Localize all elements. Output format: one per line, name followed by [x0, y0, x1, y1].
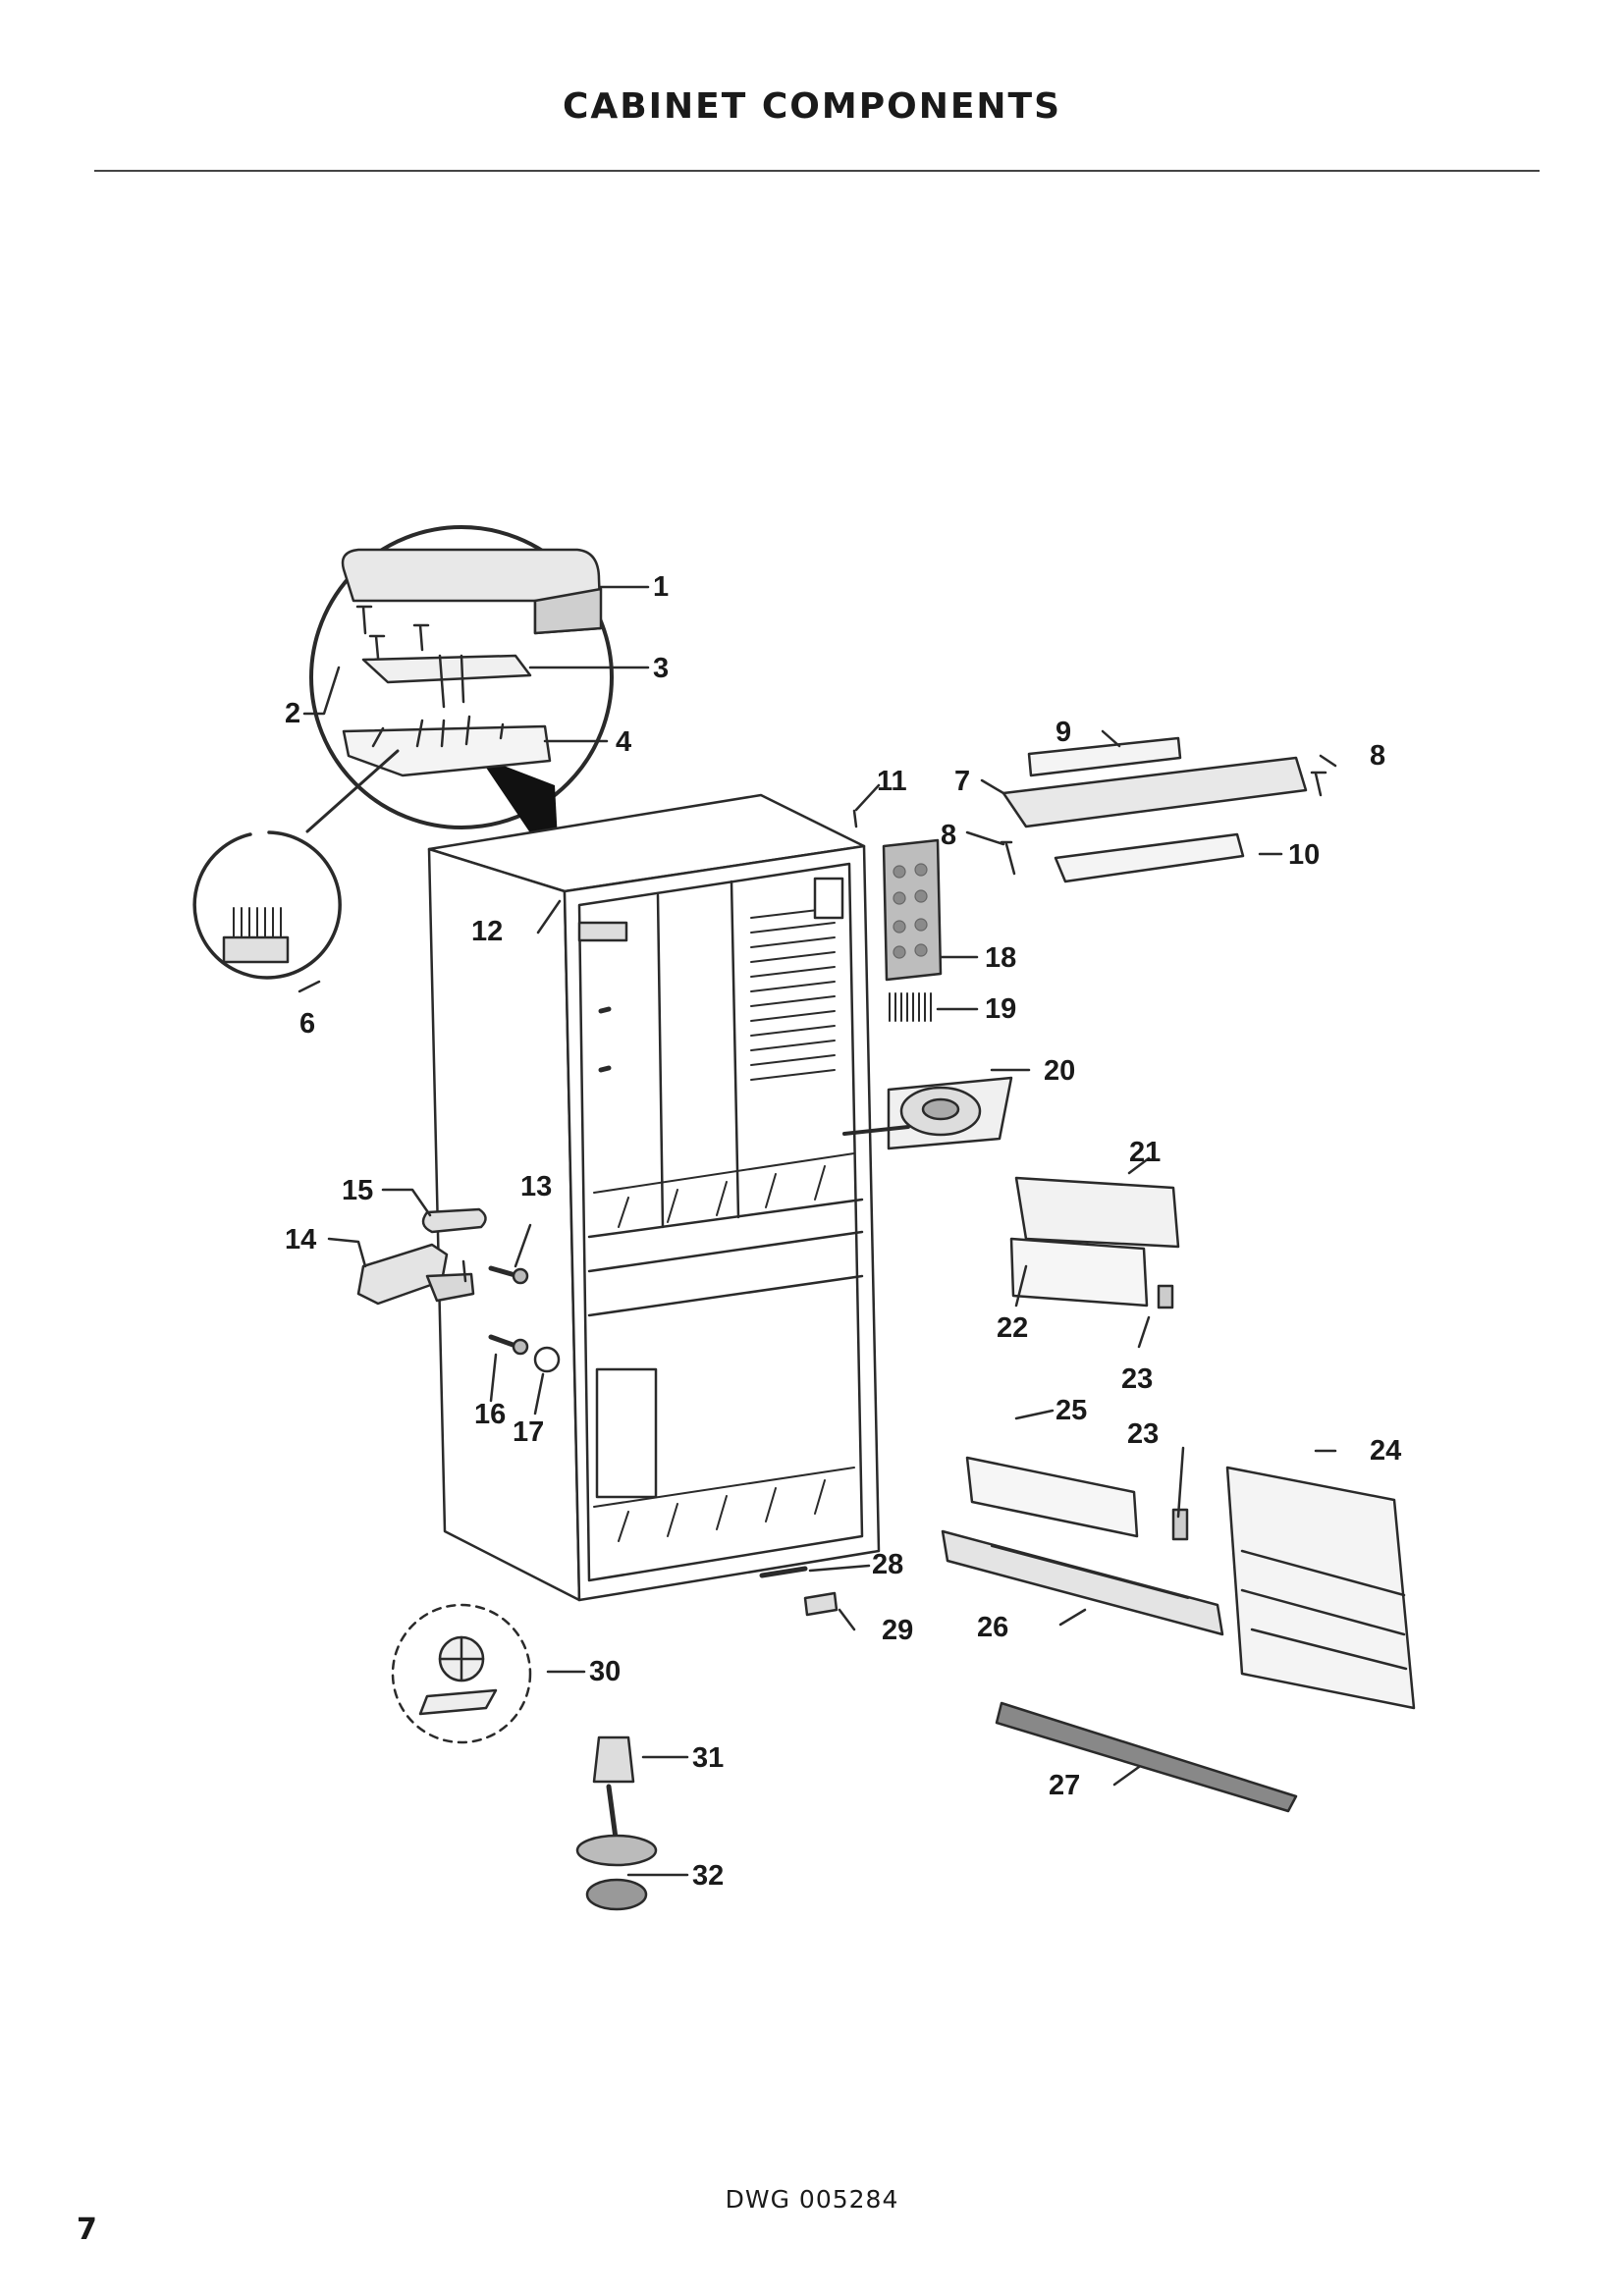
callout-21: 21 — [1129, 1137, 1161, 1168]
callout-15: 15 — [342, 1175, 373, 1206]
callout-32: 32 — [692, 1860, 724, 1892]
callout-8b: 8 — [1370, 740, 1385, 772]
callout-2: 2 — [285, 698, 300, 729]
callout-12: 12 — [471, 916, 503, 947]
callout-7: 7 — [954, 766, 970, 797]
leveling-feet — [391, 1603, 658, 1911]
callout-6: 6 — [299, 1008, 315, 1040]
callout-28: 28 — [872, 1549, 903, 1580]
callout-31: 31 — [692, 1742, 724, 1774]
callout-18: 18 — [985, 942, 1016, 974]
callout-16: 16 — [474, 1399, 506, 1430]
callout-17: 17 — [513, 1416, 544, 1448]
callout-1: 1 — [653, 571, 669, 603]
callout-11: 11 — [877, 766, 907, 797]
callout-30: 30 — [589, 1656, 621, 1687]
callout-25: 25 — [1056, 1395, 1087, 1426]
callout-29: 29 — [882, 1615, 913, 1646]
control-panel — [882, 838, 943, 1022]
callout-leaders — [298, 585, 1337, 1877]
callout-19: 19 — [985, 993, 1016, 1025]
callout-26: 26 — [977, 1612, 1008, 1643]
callout-13: 13 — [520, 1171, 552, 1202]
callout-8a: 8 — [941, 820, 956, 851]
callout-4: 4 — [616, 726, 631, 758]
rails-and-brackets — [759, 1176, 1416, 1813]
callout-numbers: 1 2 3 4 6 7 8 8 9 10 11 12 13 14 15 16 1… — [285, 571, 1401, 1892]
callout-14: 14 — [285, 1224, 316, 1255]
callout-10: 10 — [1288, 839, 1320, 871]
callout-23a: 23 — [1121, 1363, 1153, 1395]
drawing-number: DWG 005284 — [725, 2185, 899, 2214]
callout-27: 27 — [1049, 1770, 1080, 1801]
cabinet-body — [427, 793, 881, 1602]
callout-23b: 23 — [1127, 1418, 1159, 1450]
callout-22: 22 — [997, 1312, 1028, 1344]
connector-detail-circle — [192, 749, 400, 980]
fan-assembly — [842, 1076, 1013, 1150]
title-divider — [94, 170, 1540, 172]
callout-3: 3 — [653, 653, 669, 684]
page-number: 7 — [77, 2213, 97, 2247]
callout-20: 20 — [1044, 1055, 1075, 1087]
hinge-parts — [356, 1207, 561, 1373]
top-trim-parts — [852, 736, 1327, 883]
page-title: CABINET COMPONENTS — [562, 86, 1062, 127]
detail-magnifier-circle — [309, 525, 614, 877]
callout-9: 9 — [1056, 717, 1071, 748]
callout-24: 24 — [1370, 1435, 1401, 1467]
